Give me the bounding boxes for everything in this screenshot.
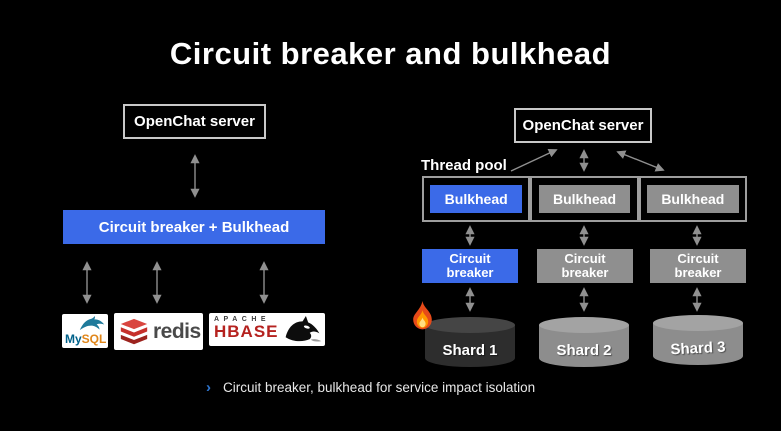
footer-bullet-line: › Circuit breaker, bulkhead for service … <box>206 379 535 396</box>
cb2-line1: Circuit <box>564 250 606 266</box>
shard-1-cylinder: Shard 1 <box>425 317 515 367</box>
bulkhead-box-3: Bulkhead <box>646 185 739 213</box>
bulkhead-cell-1: Bulkhead <box>422 176 531 222</box>
left-openchat-server-box: OpenChat server <box>123 104 266 139</box>
bulkhead-box-1: Bulkhead <box>430 185 523 213</box>
shard-2-label: Shard 2 <box>556 342 612 359</box>
page-title: Circuit breaker and bulkhead <box>169 36 612 71</box>
circuit-breaker-box-1: Circuit breaker <box>422 249 518 283</box>
shard-2-cylinder: Shard 2 <box>539 317 629 367</box>
bulkhead-cell-3: Bulkhead <box>638 176 747 222</box>
hbase-logo: APACHE HBASE <box>209 313 325 346</box>
left-openchat-server-label: OpenChat server <box>134 113 255 130</box>
redis-cube-icon <box>120 318 148 344</box>
circuit-breaker-box-3: Circuit breaker <box>650 249 746 283</box>
bulkhead-cell-2: Bulkhead <box>530 176 639 222</box>
circuit-breaker-bulkhead-bar: Circuit breaker + Bulkhead <box>63 210 325 244</box>
cb1-line2: breaker <box>446 265 494 280</box>
right-openchat-server-box: OpenChat server <box>514 108 652 143</box>
thread-pool-label: Thread pool <box>421 157 507 174</box>
footer-text: Circuit breaker, bulkhead for service im… <box>223 380 536 395</box>
circuit-breaker-bulkhead-label: Circuit breaker + Bulkhead <box>98 218 290 236</box>
shard-3-cylinder: Shard 3 <box>653 315 743 365</box>
chevron-bullet-icon: › <box>206 379 211 396</box>
thread-pool-container: Bulkhead Bulkhead Bulkhead <box>422 176 747 222</box>
cb2-line2: breaker <box>561 265 609 280</box>
hbase-name-text: HBASE <box>214 322 279 341</box>
mysql-logo: MySQL <box>62 314 108 348</box>
bulkhead-box-2: Bulkhead <box>538 185 631 213</box>
hbase-apache-text: APACHE <box>214 316 271 323</box>
mysql-text-my: My <box>65 332 82 346</box>
circuit-breaker-box-2: Circuit breaker <box>537 249 633 283</box>
redis-logo: redis <box>114 313 203 350</box>
mysql-dolphin-icon <box>79 316 105 331</box>
cb3-line1: Circuit <box>677 250 719 266</box>
shard-1-label: Shard 1 <box>442 342 498 359</box>
cb1-line1: Circuit <box>449 250 491 266</box>
mysql-text-sql: SQL <box>81 332 107 346</box>
cb3-line2: breaker <box>674 265 722 280</box>
fire-icon <box>413 301 432 330</box>
hbase-orca-icon <box>285 316 322 342</box>
redis-text: redis <box>153 319 201 343</box>
right-openchat-server-label: OpenChat server <box>522 117 644 134</box>
